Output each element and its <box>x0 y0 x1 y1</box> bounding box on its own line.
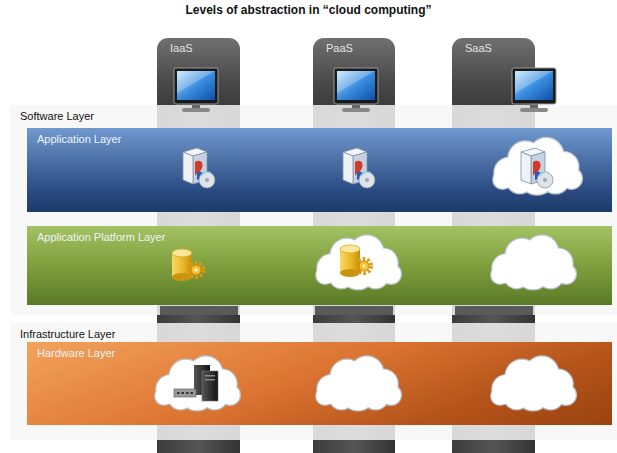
title-text: Levels of abstraction in “cloud computin… <box>185 3 431 17</box>
cloud-icon <box>316 356 401 410</box>
service-tab: IaaS <box>157 38 240 110</box>
layer-band: Application Layer <box>27 128 612 212</box>
layer-band: Hardware Layer <box>27 342 612 425</box>
software-box-icon <box>521 148 553 188</box>
layer-label: Application Layer <box>37 133 121 145</box>
monitor-icon <box>334 68 378 112</box>
software-box-icon <box>183 148 215 188</box>
layer-label: Infrastructure Layer <box>20 328 115 340</box>
cloud-icon <box>155 356 240 410</box>
database-icon <box>172 249 203 281</box>
database-icon <box>340 245 371 277</box>
column-shadow <box>455 306 533 315</box>
column-shadow <box>160 306 238 315</box>
layer-label: SaaS <box>465 42 492 54</box>
monitor-icon <box>174 68 218 112</box>
service-tab: PaaS <box>313 38 395 110</box>
layer-band: Application Platform Layer <box>27 226 612 305</box>
monitor-icon <box>512 68 556 112</box>
service-tab: SaaS <box>452 38 535 110</box>
layer-panel: Hardware Layer Infrastructure Layer <box>10 323 617 440</box>
cloud-icon <box>491 235 576 289</box>
cloud-icon <box>316 235 401 289</box>
layer-label: Application Platform Layer <box>37 231 165 243</box>
gear-icon <box>189 263 203 277</box>
diagram-title: Levels of abstraction in “cloud computin… <box>0 3 617 17</box>
layer-label: Hardware Layer <box>37 347 115 359</box>
column-shadow <box>315 306 393 315</box>
cloud-icon <box>493 138 582 194</box>
gear-icon <box>357 259 371 273</box>
layer-label: PaaS <box>326 42 353 54</box>
server-icon <box>174 365 218 401</box>
layer-label: IaaS <box>170 42 193 54</box>
layer-panel: Application LayerApplication Platform La… <box>10 105 617 315</box>
layer-label: Software Layer <box>20 110 94 122</box>
cloud-icon <box>491 356 576 410</box>
software-box-icon <box>343 148 375 188</box>
